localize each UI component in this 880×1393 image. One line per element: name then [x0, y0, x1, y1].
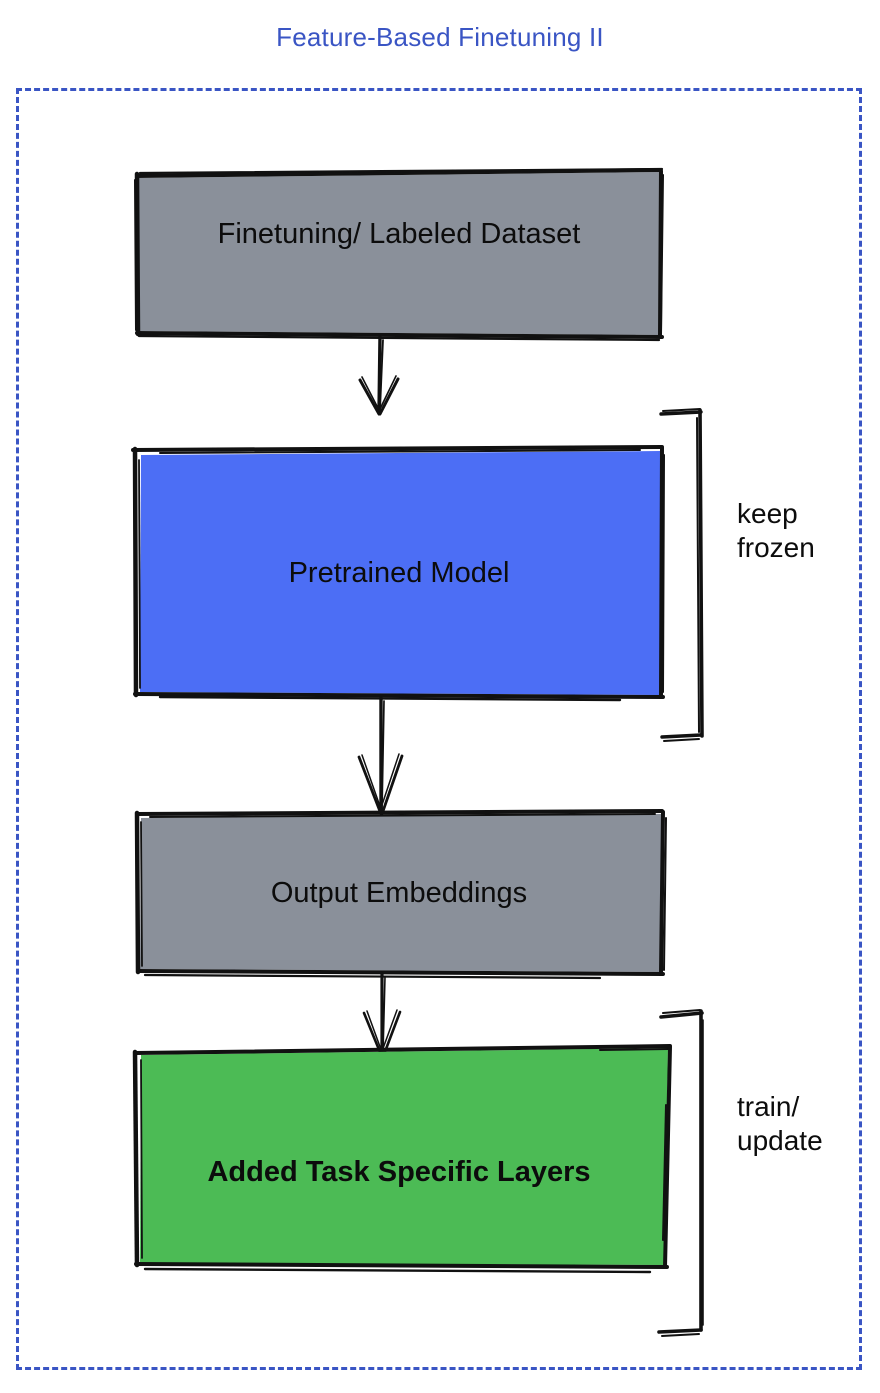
node-label-pretrained-model: Pretrained Model [288, 557, 510, 589]
node-label-output-embeddings: Output Embeddings [270, 877, 528, 909]
annotation-keep-frozen: keep frozen [737, 498, 815, 564]
page-title: Feature-Based Finetuning II [276, 22, 604, 52]
diagram-frame [16, 88, 862, 1370]
node-label-finetuning-dataset: Finetuning/ Labeled Dataset [217, 218, 581, 250]
node-label-task-layers: Added Task Specific Layers [207, 1156, 591, 1188]
annotation-train-update: train/ update [737, 1091, 823, 1157]
